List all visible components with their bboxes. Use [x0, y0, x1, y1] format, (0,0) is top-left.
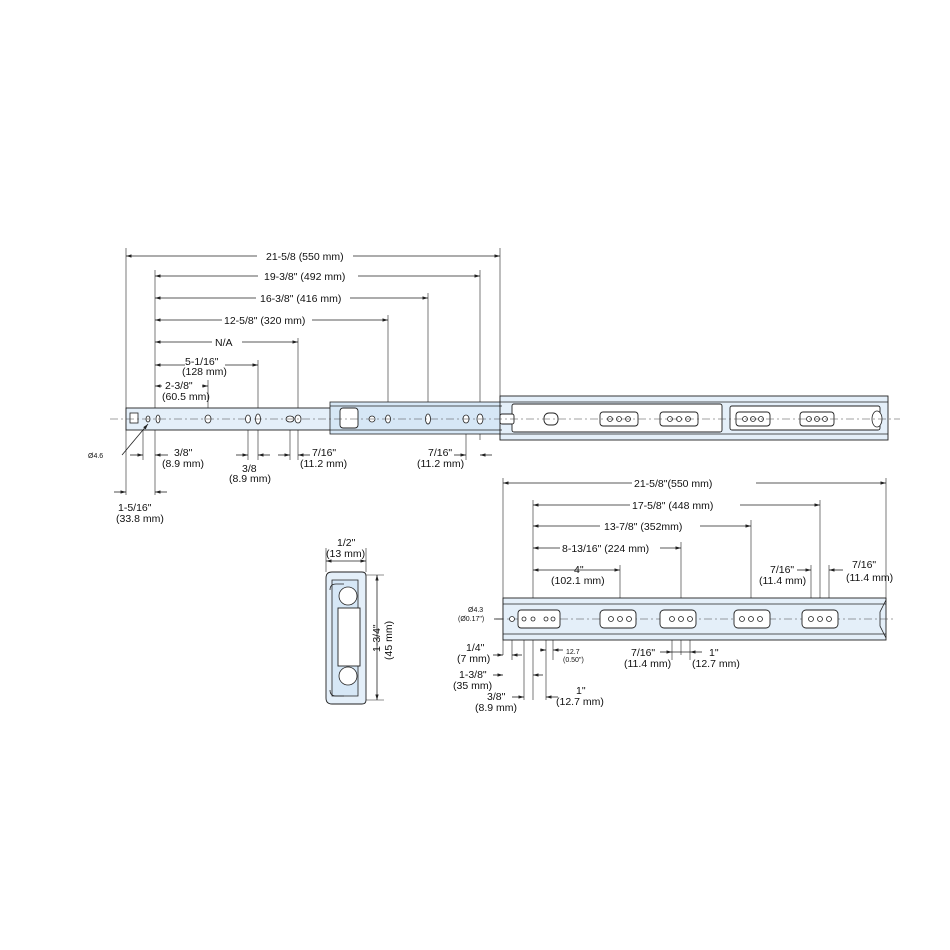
dim-89a-in: 3/8" — [174, 447, 193, 459]
dim-320: 12-5/8" (320 mm) — [224, 315, 305, 327]
dim-224: 8-13/16" (224 mm) — [562, 543, 649, 555]
dim-127-in: 1" — [709, 647, 719, 659]
dim-phi-43-in: (Ø0.17") — [458, 616, 484, 623]
dim-127-mm: (12.7 mm) — [692, 658, 740, 670]
intermediate-member — [329, 401, 503, 435]
dim-4-mm: (102.1 mm) — [551, 575, 605, 587]
dim-114b-in: 7/16" — [852, 559, 876, 571]
dim-7-mm: (7 mm) — [457, 653, 490, 665]
dim-114a-mm: (11.4 mm) — [759, 575, 806, 587]
dim-127s-in: (0.50") — [563, 657, 584, 664]
dim-89-in: 3/8" — [487, 691, 506, 703]
dim-na: N/A — [215, 337, 233, 349]
dim-35-in: 1-3/8" — [459, 669, 487, 681]
dim-492: 19-3/8" (492 mm) — [264, 271, 345, 283]
dim-112b-mm: (11.2 mm) — [417, 458, 464, 470]
dim-7-in: 1/4" — [466, 642, 485, 654]
dim-128-in: 5-1/16" — [185, 356, 219, 368]
sec-height-mm: (45 mm) — [383, 621, 395, 660]
outer-member-view — [493, 476, 896, 700]
dim-1-in: 1" — [576, 685, 586, 697]
dim-352: 13-7/8" (352mm) — [604, 521, 682, 533]
dim-128-mm: (128 mm) — [182, 366, 227, 378]
sec-height-in: 1-3/4" — [371, 624, 383, 652]
dim-338-mm: (33.8 mm) — [116, 513, 164, 525]
dim-60-mm: (60.5 mm) — [162, 391, 210, 403]
sec-width-mm: (13 mm) — [326, 548, 365, 560]
dim-448: 17-5/8" (448 mm) — [632, 500, 713, 512]
dim-60-in: 2-3/8" — [165, 380, 193, 392]
dim-phi-43: Ø4.3 — [468, 607, 483, 614]
dim-112b-in: 7/16" — [428, 447, 452, 459]
dim-overall-bottom: 21-5/8"(550 mm) — [634, 478, 712, 490]
sec-width-in: 1/2" — [337, 537, 356, 549]
dim-338-in: 1-5/16" — [118, 502, 152, 514]
dim-89b-mm: (8.9 mm) — [229, 473, 271, 485]
dim-127s-mm: 12.7 — [566, 649, 580, 656]
dim-4-in: 4" — [574, 564, 584, 576]
dim-35-mm: (35 mm) — [453, 680, 492, 692]
dim-112a-in: 7/16" — [312, 447, 336, 459]
dim-1-mm: (12.7 mm) — [556, 696, 604, 708]
dim-89b-in: 3/8 — [242, 463, 257, 475]
dim-416: 16-3/8" (416 mm) — [260, 293, 341, 305]
dim-114a-in: 7/16" — [770, 564, 794, 576]
dim-114b-mm: (11.4 mm) — [846, 572, 893, 584]
dim-114c-mm: (11.4 mm) — [624, 658, 671, 670]
dim-89-mm: (8.9 mm) — [475, 702, 517, 714]
dim-phi-46: Ø4.6 — [88, 453, 103, 460]
top-slide-view — [110, 248, 900, 495]
cross-section-view — [325, 548, 384, 705]
dim-114c-in: 7/16" — [631, 647, 655, 659]
dim-89a-mm: (8.9 mm) — [162, 458, 204, 470]
dim-overall-top: 21-5/8 (550 mm) — [266, 251, 344, 263]
dimension-labels: 21-5/8 (550 mm) 19-3/8" (492 mm) 16-3/8"… — [88, 251, 893, 714]
dim-112a-mm: (11.2 mm) — [300, 458, 347, 470]
